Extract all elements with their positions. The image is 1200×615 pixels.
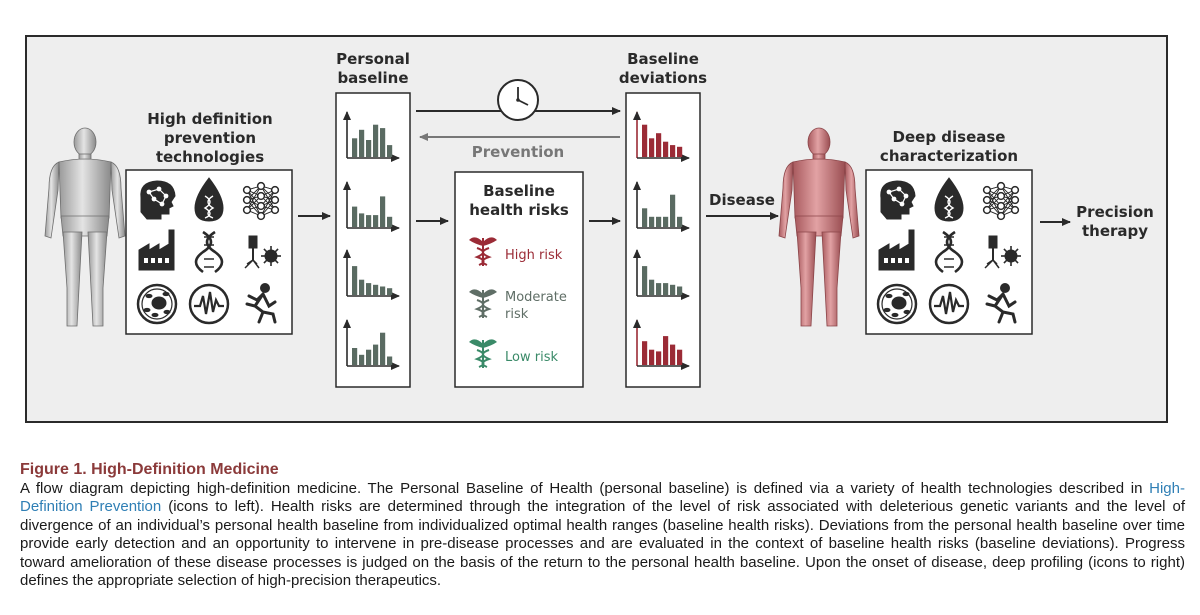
mini-bar [380,128,386,157]
mini-bar [366,349,372,365]
mini-bar [670,194,676,227]
network-icon [242,181,280,221]
microbe-icon [244,235,281,269]
mini-bar [352,348,358,365]
mini-bar [663,336,669,365]
deep-disease-label: Deep disease characterization [879,128,1019,165]
dna-helix-icon [934,230,964,274]
clock-icon [497,79,539,121]
deviation-mini-chart [633,181,690,232]
dna-helix-icon [194,230,224,274]
mini-bar [649,216,655,227]
mini-bar [649,279,655,295]
mini-bar [677,286,683,295]
deviation-mini-chart [633,319,690,370]
mini-bar [359,279,365,295]
mini-bar [359,354,365,365]
mini-bar [373,215,379,227]
mini-bar [663,141,669,157]
low-risk-label: Low risk [505,350,558,365]
mini-bar [642,341,648,365]
mini-bar [380,196,386,227]
mini-bar [359,213,365,227]
caption-text-start: A flow diagram depicting high-definition… [20,479,1150,497]
moderate-risk-label: Moderate risk [505,290,567,322]
baseline-health-risks-label: Baseline health risks [469,182,569,219]
mini-bar [663,216,669,227]
mini-bar [642,266,648,295]
mini-bar [373,284,379,295]
disease-human-figure [778,127,860,327]
mini-bar [649,349,655,365]
mini-bar [656,351,662,365]
mini-bar [359,129,365,157]
mini-bar [642,208,648,227]
cell-icon [876,283,918,325]
disease-label: Disease [709,191,775,209]
mini-bar [373,344,379,365]
mini-bar [670,344,676,365]
mini-bar [670,284,676,295]
mini-bar [656,283,662,295]
precision-therapy-label: Precision therapy [1076,203,1154,240]
mini-bar [656,133,662,157]
mini-bar [352,206,358,227]
mini-bar [380,286,386,295]
mini-bar [663,283,669,295]
figure-caption: Figure 1. High-Definition Medicine A flo… [20,461,1185,591]
mini-bar [387,288,393,295]
high-risk-label: High risk [505,248,563,263]
deviation-mini-chart [633,249,690,300]
caption-link[interactable]: High-Definition Prevention [20,479,1185,516]
baseline-mini-chart [343,111,400,162]
cell-icon [136,283,178,325]
mini-bar [352,266,358,295]
factory-icon [138,229,175,271]
mini-bar [366,215,372,227]
waveform-icon [928,283,970,325]
deviation-mini-chart [633,111,690,162]
caption-title: Figure 1. High-Definition Medicine [20,461,279,478]
dna-drop-icon [194,177,224,222]
mini-bar [373,124,379,157]
mini-bar [366,283,372,295]
mini-bar [387,145,393,157]
microbe-icon [984,235,1021,269]
mini-bar [352,138,358,157]
baseline-mini-chart [343,181,400,232]
baseline-mini-chart [343,319,400,370]
waveform-icon [188,283,230,325]
baseline-health-risks-box [454,171,584,388]
baseline-mini-chart [343,249,400,300]
prevention-label: Prevention [471,143,565,161]
mini-bar [677,216,683,227]
network-icon [982,181,1020,221]
mini-bar [366,140,372,157]
brain-icon [880,180,916,220]
factory-icon [878,229,915,271]
personal-baseline-label: Personal baseline [336,50,410,87]
baseline-deviations-label: Baseline deviations [618,50,708,87]
runner-icon [245,283,277,324]
mini-bar [677,349,683,365]
mini-bar [656,216,662,227]
mini-bar [380,332,386,365]
caption-text-end: (icons to left). Health risks are determ… [20,498,1185,589]
runner-icon [985,283,1017,324]
caption-body: A flow diagram depicting high-definition… [20,480,1185,591]
mini-bar [677,146,683,157]
mini-bar [387,356,393,365]
mini-bar [387,216,393,227]
healthy-human-figure [44,127,126,327]
mini-bar [649,138,655,157]
mini-bar [670,145,676,157]
brain-icon [140,180,176,220]
dna-drop-icon [934,177,964,222]
mini-bar [642,124,648,157]
hd-tech-label: High definition prevention technologies [147,110,273,166]
